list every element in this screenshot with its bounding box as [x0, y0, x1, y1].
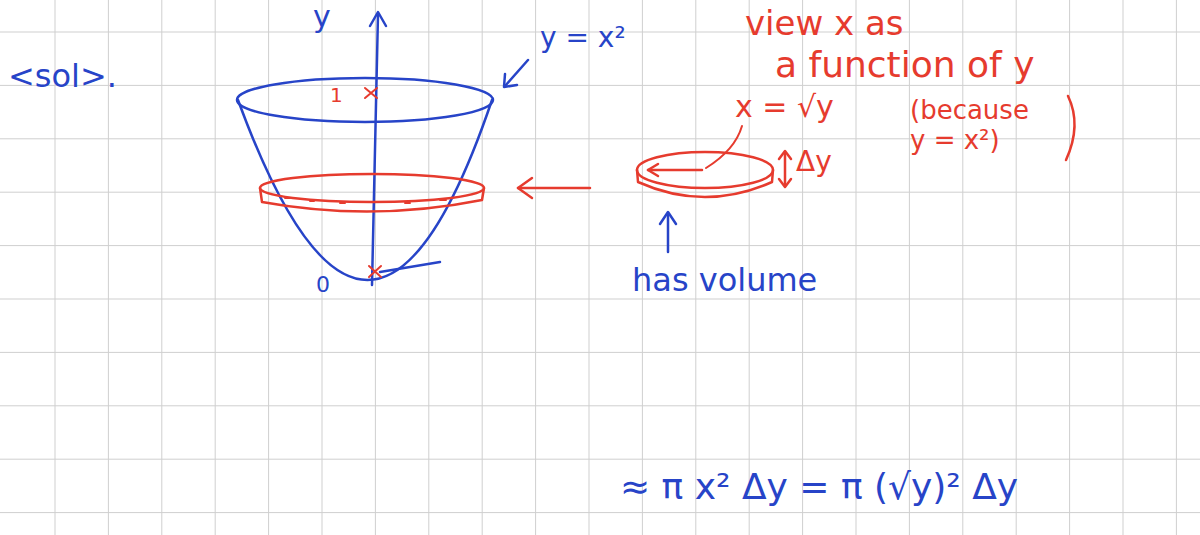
grid-line [482, 0, 483, 535]
arrowhead [504, 74, 517, 87]
bowl-rim [237, 78, 493, 122]
arrowhead [518, 178, 532, 198]
grid-line [0, 85, 1200, 86]
grid-line [535, 0, 536, 535]
note-text: (because y = x²) [910, 96, 1042, 156]
arrowhead [648, 164, 658, 176]
solution-marker: <sol>. [8, 58, 117, 95]
slice-disk [260, 174, 484, 202]
grid-line [0, 512, 1200, 513]
arrowhead [779, 151, 791, 187]
radius-arrow [648, 169, 702, 172]
grid-line [1123, 0, 1124, 535]
grid-line [268, 0, 269, 535]
bracket [1066, 96, 1075, 160]
grid-line [161, 0, 162, 535]
grid-line [0, 405, 1200, 406]
curve-label: y = x² [540, 22, 626, 54]
radius-label: x = √y [735, 90, 834, 125]
grid-line [589, 0, 590, 535]
tick-cross [365, 88, 377, 98]
grid-line [1176, 0, 1177, 535]
slice-dots [285, 198, 446, 203]
note-text: view x as [745, 4, 904, 43]
axis-arrowhead [370, 12, 386, 26]
pointer-arrow [505, 60, 528, 86]
leader-line [706, 126, 742, 168]
thickness-arrow [784, 152, 787, 186]
grid-line [0, 192, 1200, 193]
y-axis [372, 14, 378, 285]
parabola-bowl [238, 100, 492, 280]
arrowhead [660, 212, 676, 224]
grid-line [0, 352, 1200, 353]
volume-formula: ≈ π x² Δy = π (√y)² Δy [620, 466, 1018, 507]
disk-thickness [637, 170, 773, 197]
grid-line [215, 0, 216, 535]
grid-line [0, 459, 1200, 460]
disk [637, 152, 773, 188]
bowl-stroke [380, 262, 440, 272]
grid-line [1069, 0, 1070, 535]
grid-line [0, 138, 1200, 139]
grid-line [0, 245, 1200, 246]
pointer-arrow [518, 187, 590, 190]
note-text: a function of y [775, 44, 1034, 85]
tick-label: 1 [330, 84, 343, 107]
thickness-label: Δy [796, 146, 832, 178]
note-text: has volume [632, 262, 817, 299]
origin-cross [369, 266, 381, 277]
slice-thickness [260, 188, 484, 212]
pointer-arrow [667, 214, 670, 252]
origin-label: 0 [316, 272, 330, 297]
axis-label: y [313, 0, 331, 35]
grid-line [0, 299, 1200, 300]
